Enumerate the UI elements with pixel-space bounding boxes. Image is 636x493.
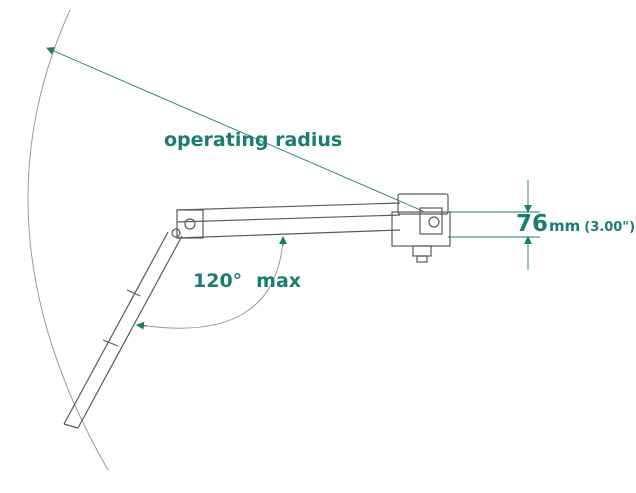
angle-suffix: max [256,270,302,292]
operating-radius-label: operating radius [164,129,343,151]
max-angle-label: 120° max [193,272,301,291]
operating-radius-arc [27,9,109,471]
angle-arrow-bottom [136,321,148,330]
height-imperial: (3.00") [584,220,636,235]
angle-arc [139,239,284,329]
angled-arm [63,228,183,429]
height-dimension-label: 76mm(3.00") [516,213,635,236]
height-dimension [448,180,540,270]
wall-mount-bracket [391,193,451,263]
operating-radius-leader [46,47,426,213]
height-value: 76 [516,211,549,237]
horizontal-arm [176,202,401,239]
angle-value: 120° [193,270,243,292]
height-unit: mm [549,217,581,235]
